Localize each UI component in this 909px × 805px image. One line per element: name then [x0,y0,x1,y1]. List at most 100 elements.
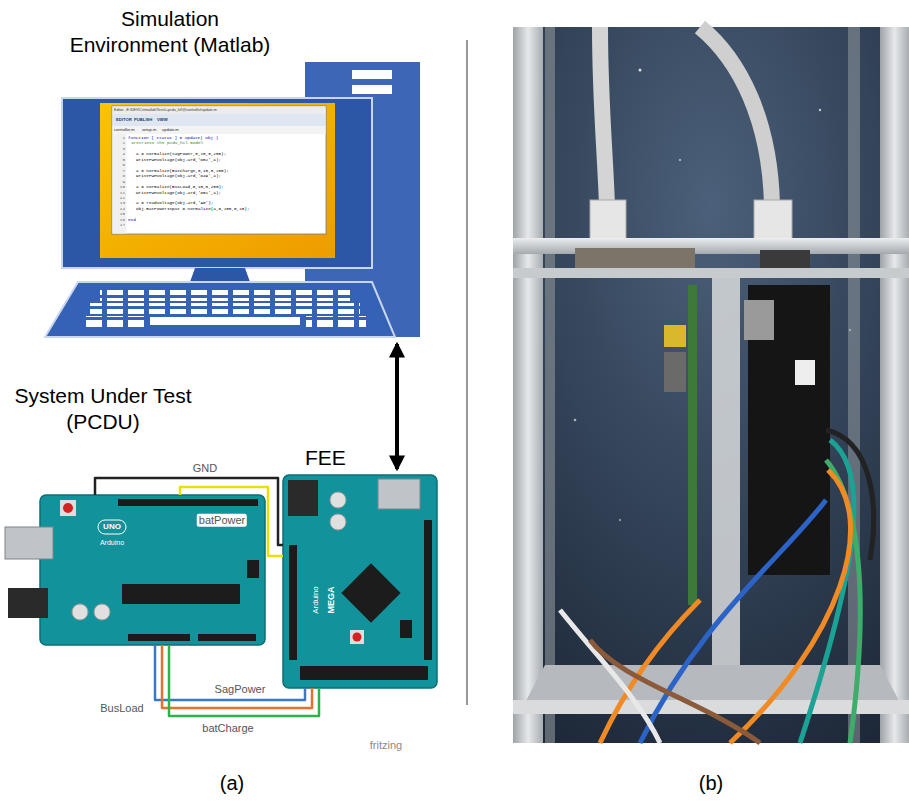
arduino-mega-board-part [330,492,346,508]
file-tab: setup.m [142,128,156,133]
fee-board: FEE [283,475,437,688]
line-number: 5 [122,157,125,162]
computer-illustration-part [352,70,392,79]
arduino-mega-board-part [330,514,346,530]
hardware-photo-part [513,268,909,278]
arduino-uno-board-part [94,604,110,620]
hardware-photo-part [590,640,760,743]
window-title: Editor - E:\DEV\Cs\matlab\Tests\+pcdu_hi… [114,108,217,112]
arduino-uno-board-part [128,634,190,641]
arduino-mega-board [283,475,437,688]
line-number: 7 [122,168,125,173]
editor-window-part [112,114,325,126]
board-print: MEGA [326,587,336,614]
file-tab: update.m [162,128,179,133]
hardware-photo-part [800,440,854,743]
arduino-uno-board-part [72,604,88,620]
line-number: 16 [120,217,125,222]
arduino-uno-board-part [98,520,126,534]
signal-wire [169,645,319,716]
arduino-uno-board-part [60,500,76,516]
hardware-photo-part [574,419,577,422]
panel-divider [467,40,468,705]
line-number: 4 [122,152,125,157]
computer-illustration-part [190,268,250,282]
line-number: 8 [122,174,125,179]
signal-wire [162,645,312,708]
computer-illustration-part [90,303,360,314]
panel-letter: (a) [220,772,244,795]
heading: FEE [305,445,375,471]
arduino-mega-board-part [378,479,420,509]
arduino-mega-board-part [289,545,297,660]
computer-illustration-part [62,98,372,268]
signal-wire [155,645,305,700]
hardware-photo-part [640,500,826,743]
computer-illustration-part [45,282,395,337]
line-number: 2 [122,141,125,146]
arduino-mega-board-part [341,563,400,622]
line-number: 14 [120,206,125,211]
arduino-uno-board-part [118,499,258,506]
hardware-photo-part [688,285,697,605]
code-line: a = normalize(SagPower,0,15,0,255); [136,152,226,157]
code-line: writePWMVoltage(obj.ard,'D52',a); [136,157,221,162]
heading: System Under Test (PCDU) [8,383,198,435]
hardware-photo-part [760,250,810,268]
panel-letter: (b) [699,772,723,795]
hardware-photo-part [513,27,543,743]
arduino-uno-board-part [5,527,53,559]
hardware-photo-part [795,360,815,385]
editor-window-part [112,106,326,234]
hardware-photo-part [600,27,607,205]
board-print: Arduino [100,539,124,547]
wire-label: SagPower [213,683,268,696]
hardware-photo-part [513,27,909,743]
editor-window-part [112,134,126,234]
hardware-photo-part [639,69,642,72]
arduino-mega-board-part [300,666,428,680]
line-number: 15 [120,212,125,217]
computer-illustration-part [85,316,145,327]
watermark: fritzing [370,739,402,752]
hardware-photo-part [513,238,909,254]
code-line: end [128,217,136,222]
editor-window [112,106,326,234]
arduino-uno-board-part [63,503,73,513]
line-number: 17 [120,223,125,228]
computer-illustration-part [352,85,392,94]
ribbon-tab: VIEW [157,118,168,123]
line-number: 13 [120,201,125,206]
hardware-photo-part [700,27,772,205]
panel-divider-part [467,40,468,705]
arduino-uno-board-part [40,495,265,645]
arduino-mega-board-part [283,475,437,688]
line-number: 6 [122,163,125,168]
hardware-photo-part [664,352,686,392]
arduino-mega-board-part [288,480,318,516]
arduino-uno-board-part [8,588,48,618]
computer-illustration-part [100,103,335,258]
line-number: 11 [120,190,125,195]
code-line: %retrieve the pcdu_hil model [131,141,203,146]
ribbon-tab: EDITOR [116,118,132,123]
code-line: function [ status ] = update( obj ) [128,136,218,141]
code-line: a = readVoltage(obj.ard,'A0'); [136,201,213,206]
arduino-mega-board-part [424,520,432,660]
hardware-photo-part [826,460,860,743]
line-number: 10 [120,185,125,190]
wire-label: BusLoad [98,702,145,715]
signal-wire [95,478,283,545]
line-number: 12 [120,195,125,200]
board-print: UNO [103,522,121,531]
hardware-photo-part [664,325,686,347]
arduino-uno-board-part [198,634,256,641]
editor-window-part [112,106,325,114]
code-line: obj.BatPowerInput = normalize(a,0,255,0,… [136,206,249,211]
computer-illustration-part [100,290,350,301]
hardware-photo-part [730,470,851,743]
wire-label: batCharge [200,722,255,735]
wire-label: GND [191,462,219,475]
computer-node: Simulation Environment (Matlab) [40,60,425,338]
hardware-photo [513,27,909,743]
